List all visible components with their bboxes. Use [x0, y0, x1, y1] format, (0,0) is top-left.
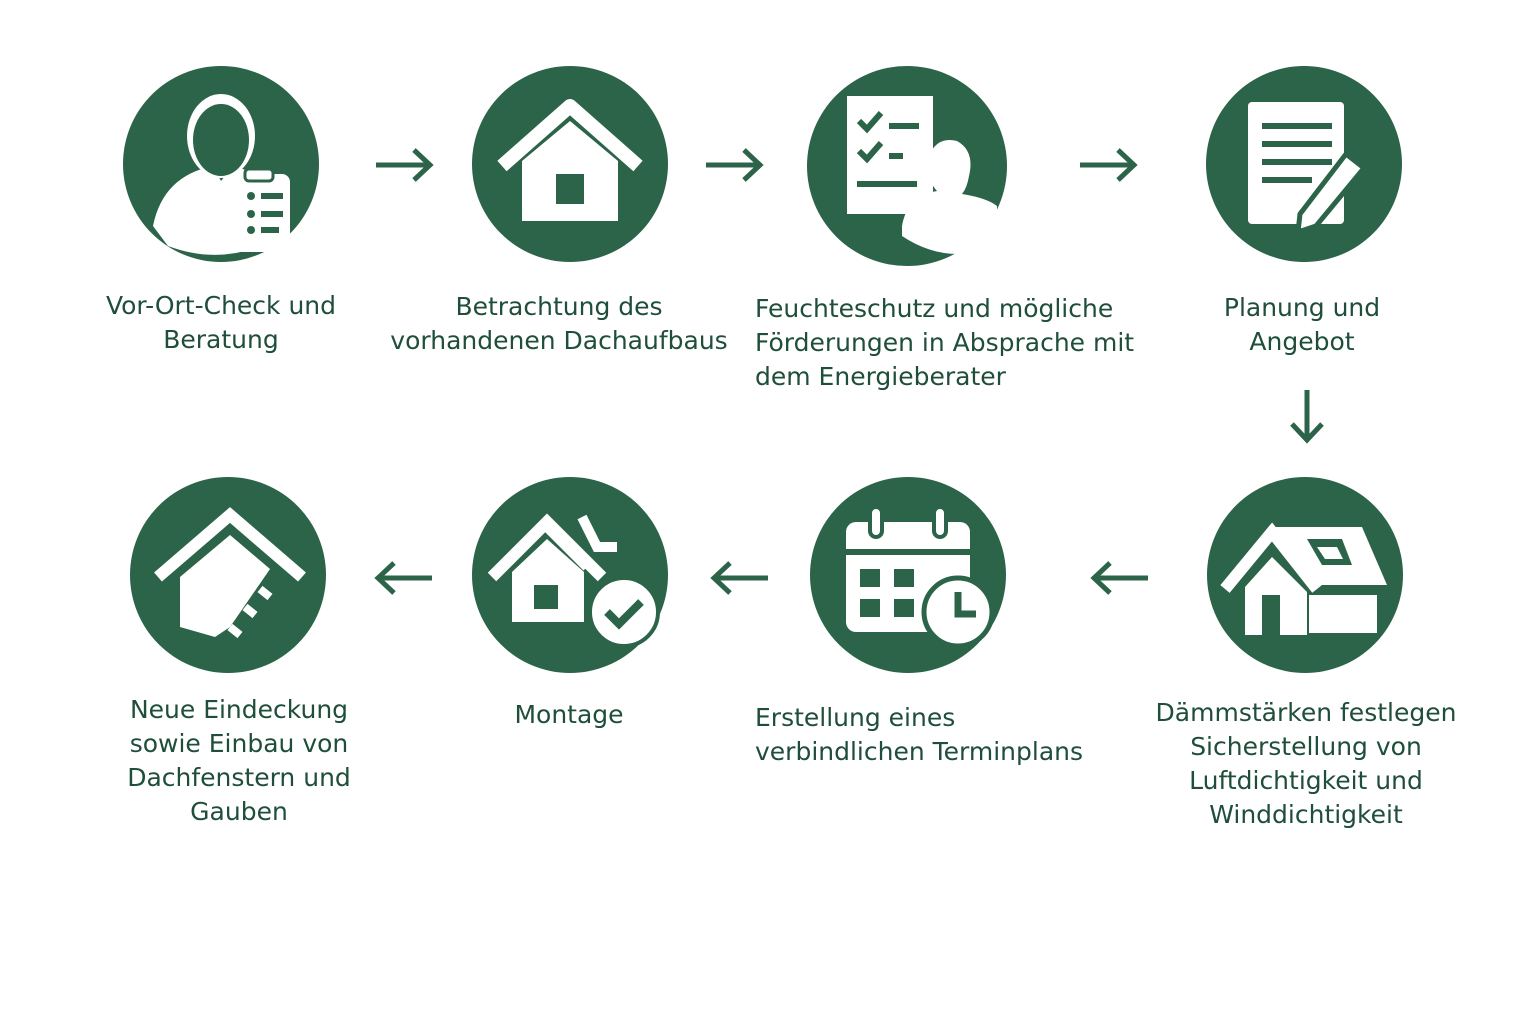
step-5-icon-circle — [1207, 477, 1403, 673]
step-8-icon-circle — [130, 477, 326, 673]
arrow-left-icon — [710, 558, 770, 598]
step-7-label: Montage — [514, 700, 624, 729]
consultant-clipboard-icon — [153, 94, 290, 255]
step-1-icon-circle — [123, 66, 319, 262]
arrow-down-icon — [1287, 388, 1327, 444]
step-6-icon-circle — [810, 477, 1006, 673]
arrow-right-icon — [1078, 145, 1138, 185]
arrow-left-icon — [1090, 558, 1150, 598]
calendar-clock-icon — [846, 505, 995, 649]
checklist-person-icon — [847, 96, 997, 254]
house-skylight-icon — [1220, 522, 1387, 635]
arrow-left-icon — [374, 558, 434, 598]
step-2-icon-circle — [472, 66, 668, 262]
document-pencil-icon — [1248, 102, 1368, 236]
house-icon — [497, 99, 643, 221]
step-3-icon-circle — [807, 66, 1007, 266]
step-7-icon-circle — [472, 477, 668, 673]
step-4-icon-circle — [1206, 66, 1402, 262]
arrow-right-icon — [374, 145, 434, 185]
arrow-right-icon — [704, 145, 764, 185]
roof-tiles-icon — [154, 507, 306, 639]
house-check-icon — [487, 513, 660, 648]
